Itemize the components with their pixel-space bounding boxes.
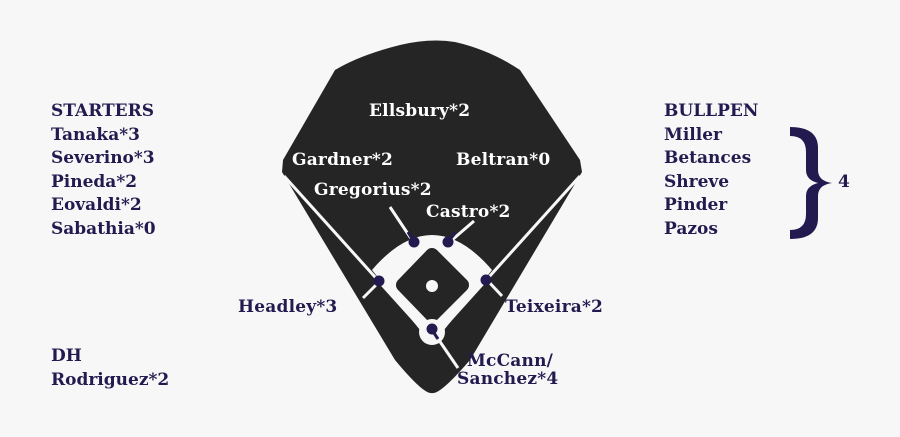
dh-player: Rodriguez*2: [51, 369, 170, 390]
center-field-label: Ellsbury*2: [369, 101, 471, 121]
right-field-label: Beltran*0: [456, 150, 551, 170]
shortstop-label: Gregorius*2: [314, 180, 432, 200]
starters-heading: STARTERS: [51, 101, 155, 121]
starter-item: Tanaka*3: [51, 124, 140, 145]
bullpen-heading: BULLPEN: [664, 101, 759, 121]
left-foul-line: [282, 174, 432, 340]
starter-item: Severino*3: [51, 148, 155, 168]
bullpen-item: Pazos: [664, 218, 718, 239]
starter-item: Eovaldi*2: [51, 195, 142, 215]
starter-item: Pineda*2: [51, 171, 138, 192]
first-base-label: Teixeira*2: [505, 297, 604, 317]
catcher-label-line2: Sanchez*4: [457, 369, 559, 389]
third-base-label: Headley*3: [238, 297, 338, 317]
starter-item: Sabathia*0: [51, 218, 156, 239]
field-outline: [282, 40, 582, 394]
pitchers-mound: [426, 280, 438, 292]
right-foul-line: [432, 174, 582, 340]
catcher-label-line1: McCann/: [467, 351, 554, 371]
left-field-label: Gardner*2: [292, 150, 394, 170]
bullpen-total: 4: [838, 172, 851, 192]
bullpen-brace: [790, 127, 832, 239]
bullpen-list: BULLPEN Miller Betances Shreve Pinder Pa…: [664, 100, 758, 241]
bullpen-item: Shreve: [664, 171, 730, 192]
starters-list: STARTERS Tanaka*3 Severino*3 Pineda*2 Eo…: [51, 100, 156, 241]
bullpen-item: Miller: [664, 124, 722, 145]
dh-heading: DH: [51, 346, 82, 366]
second-base-label: Castro*2: [426, 202, 511, 222]
bullpen-item: Pinder: [664, 195, 728, 215]
dh-block: DH Rodriguez*2: [51, 345, 169, 392]
bullpen-item: Betances: [664, 148, 752, 168]
